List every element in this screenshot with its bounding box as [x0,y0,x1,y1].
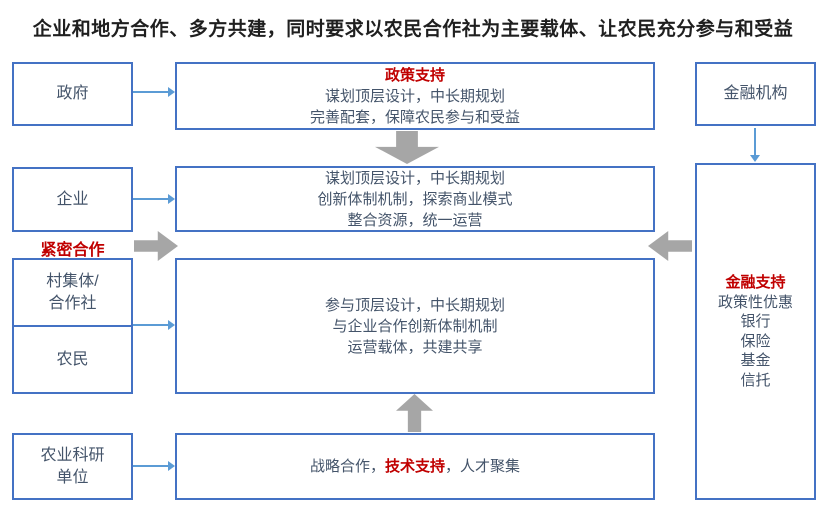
finance-item-bank: 银行 [740,313,771,330]
arrow-village-to-main-icon [133,320,175,330]
box-financial-institution: 金融机构 [695,62,816,126]
box-village-collective-label: 村集体/ 合作社 [46,272,99,312]
box-government: 政府 [12,62,133,126]
arrow-finance-left-icon [648,231,692,261]
box-farmer-actions: 参与顶层设计，中长期规划 与企业合作创新体制机制 运营载体，共建共享 [175,258,655,394]
arrow-enterprise-to-center-icon [133,194,175,204]
box-financial-institution-label: 金融机构 [723,85,788,102]
box-village-collective: 村集体/ 合作社 [14,260,131,327]
finance-item-insurance: 保险 [740,332,771,350]
diagram-title: 企业和地方合作、多方共建，同时要求以农民合作社为主要载体、让农民充分参与和受益 [32,19,794,40]
box-tech-support: 战略合作，技术支持，人才聚集 [175,433,655,500]
policy-line-2: 完善配套，保障农民参与和受益 [309,108,520,126]
finance-item-policy-benefit: 政策性优惠 [717,293,793,311]
box-government-label: 政府 [56,85,89,102]
enterprise-actions-line-2: 创新体制机制，探索商业模式 [317,190,513,208]
tech-support-suffix: ，人才聚集 [445,458,521,475]
farmer-actions-line-3: 运营载体，共建共享 [347,338,483,356]
arrow-tech-up-icon [396,394,433,432]
box-enterprise-label: 企业 [56,190,89,208]
box-farmer-label: 农民 [56,350,89,368]
box-village-farmer: 村集体/ 合作社 农民 [12,258,133,394]
enterprise-actions-line-1: 谋划顶层设计，中长期规划 [324,169,505,187]
policy-line-1: 谋划顶层设计，中长期规划 [324,87,505,105]
financial-support-heading: 金融支持 [725,274,786,291]
arrow-government-to-policy-icon [133,87,175,97]
box-research-unit: 农业科研 单位 [12,433,133,500]
tight-cooperation-label: 紧密合作 [40,242,105,259]
tech-support-highlight: 技术支持 [384,458,445,475]
farmer-actions-line-1: 参与顶层设计，中长期规划 [324,296,505,314]
finance-item-fund: 基金 [740,352,771,369]
box-research-unit-label: 农业科研 单位 [40,446,105,486]
arrow-cooperation-right-icon [134,231,178,261]
arrow-policy-down-icon [375,131,439,164]
box-policy-support: 政策支持 谋划顶层设计，中长期规划 完善配套，保障农民参与和受益 [175,62,655,130]
arrow-research-to-tech-icon [133,461,175,471]
box-enterprise-actions: 谋划顶层设计，中长期规划 创新体制机制，探索商业模式 整合资源，统一运营 [175,166,655,232]
farmer-actions-line-2: 与企业合作创新体制机制 [332,317,498,335]
box-farmer: 农民 [14,327,131,392]
policy-support-heading: 政策支持 [384,66,445,84]
tech-support-prefix: 战略合作， [309,458,385,475]
box-enterprise: 企业 [12,167,133,232]
finance-item-trust: 信托 [740,371,771,389]
enterprise-actions-line-3: 整合资源，统一运营 [347,211,483,229]
arrow-institution-to-finance-icon [750,128,760,162]
box-financial-support: 金融支持 政策性优惠 银行 保险 基金 信托 [695,163,816,500]
